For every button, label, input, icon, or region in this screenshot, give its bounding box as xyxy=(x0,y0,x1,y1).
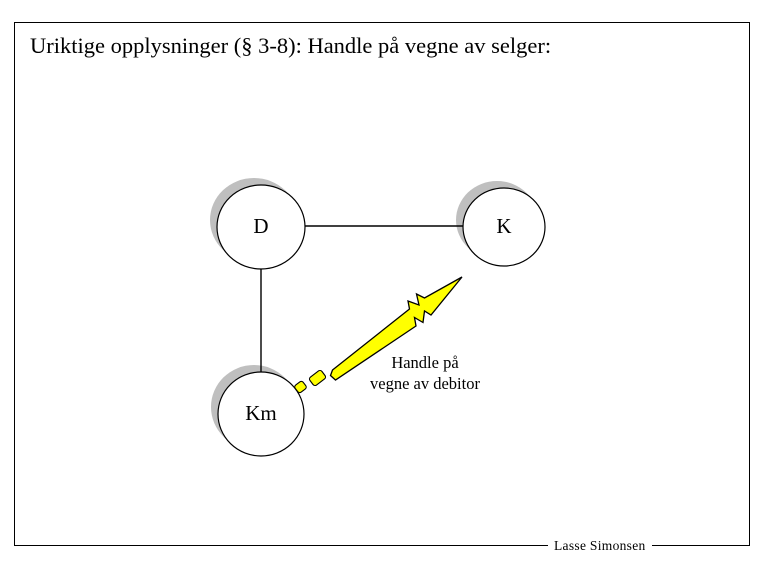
page-title: Uriktige opplysninger (§ 3-8): Handle på… xyxy=(30,33,552,58)
node-label-km: Km xyxy=(245,401,277,425)
arrow-annotation-line-2: vegne av debitor xyxy=(370,374,480,393)
node-circle-k xyxy=(462,187,546,267)
arrow-annotation-line-1: Handle på xyxy=(391,353,459,372)
node-label-k: K xyxy=(496,214,512,238)
node-circle-d xyxy=(216,184,306,270)
slide-footer-author: Lasse Simonsen xyxy=(548,535,652,557)
node-label-d: D xyxy=(253,214,269,238)
node-circle-km xyxy=(217,371,305,457)
arrow-tail-dashes xyxy=(294,369,327,394)
arrow-annotation: Handle på vegne av debitor xyxy=(344,352,506,394)
arrow-shape xyxy=(329,276,463,381)
slide-border-frame xyxy=(14,22,750,546)
